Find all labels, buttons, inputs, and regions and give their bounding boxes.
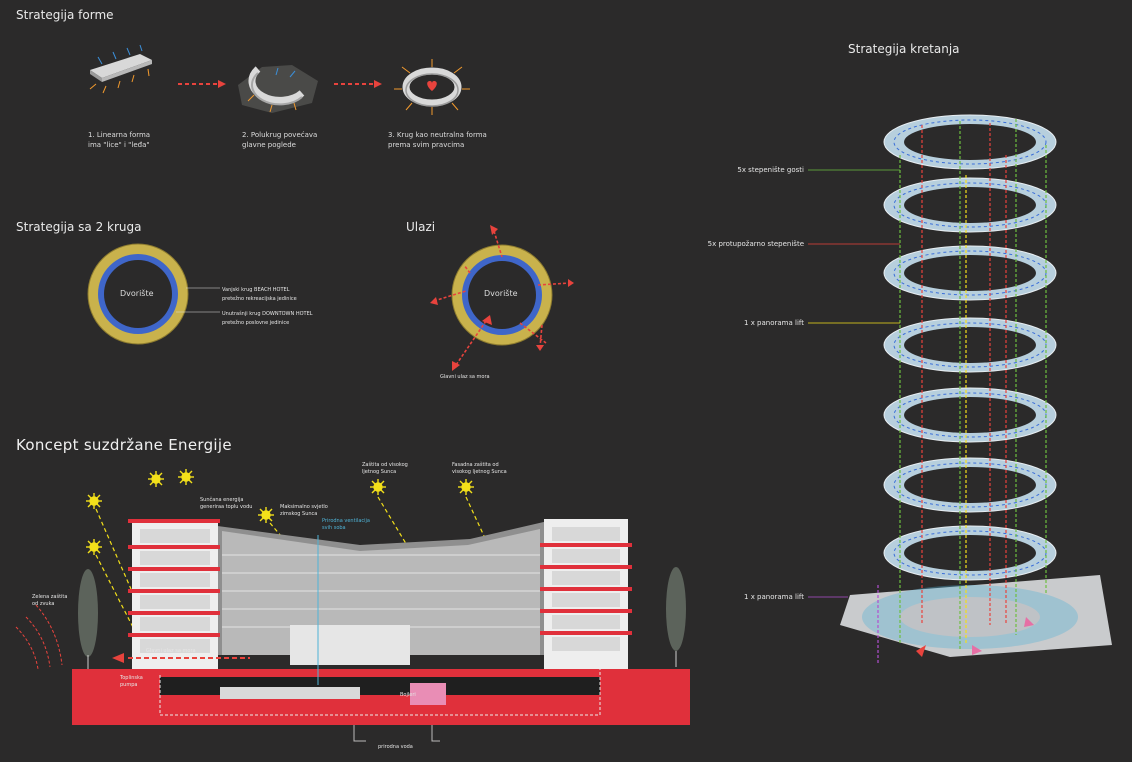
semicircle-form-diagram bbox=[238, 65, 318, 113]
section-title-two-circles: Strategija sa 2 kruga bbox=[16, 220, 142, 234]
boilers-label: Bojleri bbox=[400, 692, 416, 698]
section-title-form-strategy: Strategija forme bbox=[16, 8, 114, 22]
green-protection-label: Zelena zaštita od zvuka bbox=[32, 594, 68, 607]
natural-water-label: prirodna voda bbox=[378, 744, 413, 750]
winter-sun-label: Maksimalno svjetlo zimskog Sunca bbox=[280, 504, 328, 517]
circle-form-diagram bbox=[394, 59, 470, 115]
entrances-diagram bbox=[430, 225, 574, 371]
legend-panorama-lift-2: 1 x panorama lift bbox=[744, 593, 804, 601]
solar-energy-label: Sunčana energija generiraa toplu vodu bbox=[200, 497, 253, 510]
heart-icon bbox=[427, 81, 437, 91]
inner-circle-sublabel: pretežno poslovne jedinice bbox=[222, 320, 290, 326]
form-step-3-caption: 3. Krug kao neutralna forma prema svim p… bbox=[388, 131, 487, 149]
summer-sun-label-2: Fasadna zaštita od visokog ljetnog Sunca bbox=[452, 462, 507, 475]
energy-section-diagram bbox=[15, 469, 690, 742]
outer-circle-label: Vanjski krug BEACH HOTEL bbox=[222, 287, 290, 293]
ventilation-label: Prirodna ventilacija svih soba bbox=[322, 518, 370, 531]
section-title-energy: Koncept suzdržane Energije bbox=[16, 436, 232, 454]
form-step-1-caption: 1. Linearna forma ima "lice" i "leđa" bbox=[88, 131, 151, 149]
movement-legend-lines bbox=[808, 169, 900, 598]
energy-main-entrance-label: Glavni ulaz sa mora bbox=[146, 648, 196, 654]
inner-circle-label: Unutrašnji krug DOWNTOWN HOTEL bbox=[222, 311, 313, 317]
two-circles-diagram bbox=[87, 243, 220, 345]
arrow-2-3 bbox=[334, 80, 382, 88]
legend-panorama-lift-1: 1 x panorama lift bbox=[744, 319, 804, 327]
arrow-1-2 bbox=[178, 80, 226, 88]
legend-fire-stairs: 5x protupožarno stepenište bbox=[707, 240, 804, 248]
summer-sun-label-1: Zaštita od visokog ljetnog Sunca bbox=[362, 462, 408, 475]
two-circles-center-label: Dvorište bbox=[120, 289, 154, 298]
section-title-movement: Strategija kretanja bbox=[848, 42, 960, 56]
main-entrance-label: Glavni ulaz sa mora bbox=[440, 374, 490, 380]
entrances-center-label: Dvorište bbox=[484, 289, 518, 298]
form-step-2-caption: 2. Polukrug povećava glavne poglede bbox=[242, 131, 318, 149]
floor-rings bbox=[883, 114, 1057, 581]
outer-circle-sublabel: pretežno rekreacijska jedinice bbox=[222, 296, 297, 302]
linear-form-diagram bbox=[89, 44, 152, 94]
section-title-entrances: Ulazi bbox=[406, 220, 436, 234]
legend-guest-stairs: 5x stepenište gosti bbox=[737, 166, 804, 174]
movement-tower-diagram bbox=[840, 114, 1112, 665]
heat-pump-label: Toplinska pumpa bbox=[120, 675, 143, 688]
sun-icons bbox=[86, 469, 474, 555]
